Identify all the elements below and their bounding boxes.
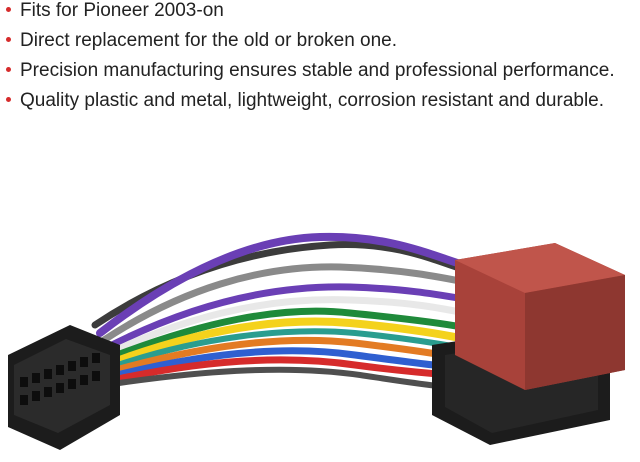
red-dot-bullet-icon [6, 7, 11, 12]
red-connector [455, 243, 625, 390]
red-dot-bullet-icon [6, 37, 11, 42]
feature-text: Precision manufacturing ensures stable a… [20, 60, 615, 81]
feature-item: Direct replacement for the old or broken… [6, 30, 615, 60]
harness-wires [91, 232, 484, 390]
feature-text: Fits for Pioneer 2003-on [20, 0, 224, 21]
red-dot-bullet-icon [6, 67, 11, 72]
red-dot-bullet-icon [6, 97, 11, 102]
wiring-harness-image [8, 232, 625, 450]
feature-text: Quality plastic and metal, lightweight, … [20, 90, 605, 111]
feature-item: Precision manufacturing ensures stable a… [6, 60, 615, 90]
black-connector-left [8, 325, 120, 450]
feature-item: Fits for Pioneer 2003-on [6, 0, 615, 30]
feature-text: Direct replacement for the old or broken… [20, 30, 398, 51]
feature-item: Quality plastic and metal, lightweight, … [6, 90, 615, 120]
feature-list: Fits for Pioneer 2003-on Direct replacem… [6, 0, 615, 120]
